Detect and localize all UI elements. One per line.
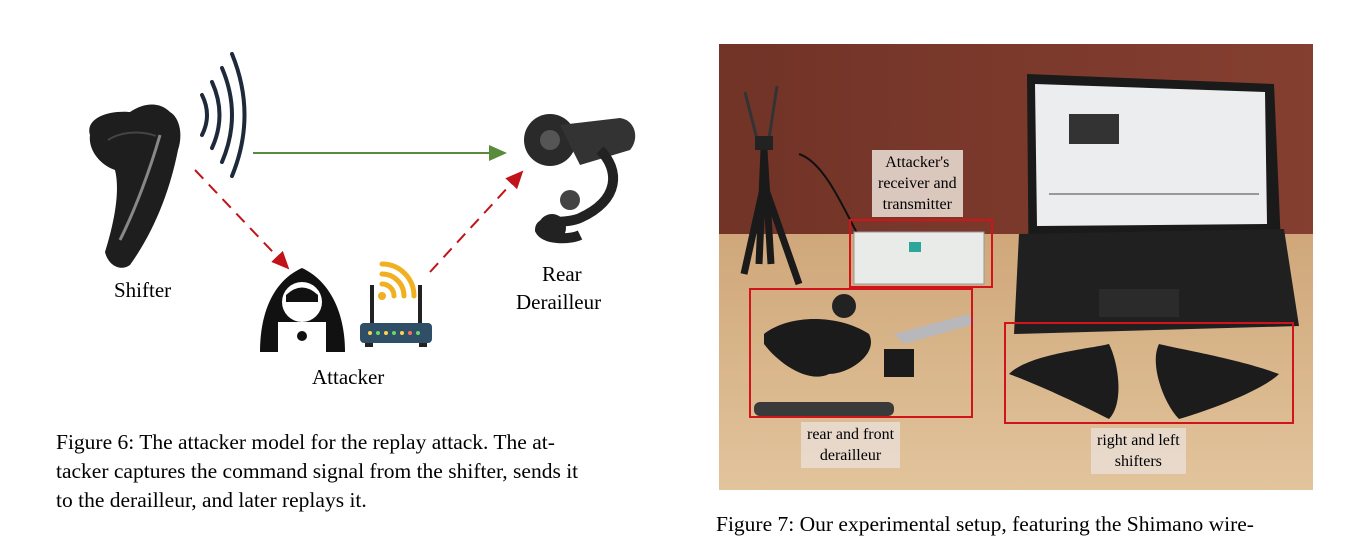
shifters-tag: right and left shifters (1091, 428, 1186, 474)
shifter-pair (1009, 344, 1279, 419)
sdr-device (853, 231, 985, 285)
figure-7-photo: Attacker's receiver and transmitter rear… (719, 44, 1313, 490)
figure-6-caption: Figure 6: The attacker model for the rep… (56, 428, 666, 515)
shifter-icon (89, 104, 181, 268)
caption-line-3: to the derailleur, and later replays it. (56, 488, 367, 512)
attacker-icon (260, 268, 345, 352)
replay-arrow (429, 170, 524, 273)
derailleur-tag: rear and front derailleur (801, 422, 901, 468)
derailleur-highlight-box (749, 288, 973, 418)
caption-line-2: tacker captures the command signal from … (56, 459, 579, 483)
attacker-label: Attacker (312, 365, 385, 389)
shifter-label: Shifter (114, 278, 172, 302)
figure-7-caption: Figure 7: Our experimental setup, featur… (716, 512, 1254, 536)
attack-model-diagram (89, 52, 636, 352)
receiver-tag-line3: transmitter (882, 196, 952, 213)
rear-derailleur-label-line1: Rear (542, 262, 582, 286)
shifters-tag-line1: right and left (1097, 432, 1180, 449)
shifters-tag-line2: shifters (1114, 453, 1162, 470)
receiver-tag-line1: Attacker's (885, 154, 950, 171)
derailleur-tag-line2: derailleur (819, 447, 882, 464)
receiver-tag-line2: receiver and (878, 175, 957, 192)
rear-derailleur-icon (524, 114, 636, 244)
receiver-highlight-box (849, 219, 993, 288)
caption-line-1: Figure 6: The attacker model for the rep… (56, 430, 555, 454)
laptop (1014, 74, 1299, 334)
rear-derailleur-label-line2: Derailleur (516, 290, 602, 314)
wifi-icon (378, 261, 417, 300)
receiver-tag: Attacker's receiver and transmitter (872, 150, 963, 217)
shifters-highlight-box (1004, 322, 1294, 424)
signal-waves-icon (200, 52, 247, 178)
figure-6: Shifter Rear Derailleur Attacker (60, 40, 680, 400)
router-icon (360, 285, 432, 347)
derailleur-tag-line1: rear and front (807, 426, 895, 443)
derailleur-parts (754, 294, 974, 416)
intercept-arrow (194, 169, 290, 270)
